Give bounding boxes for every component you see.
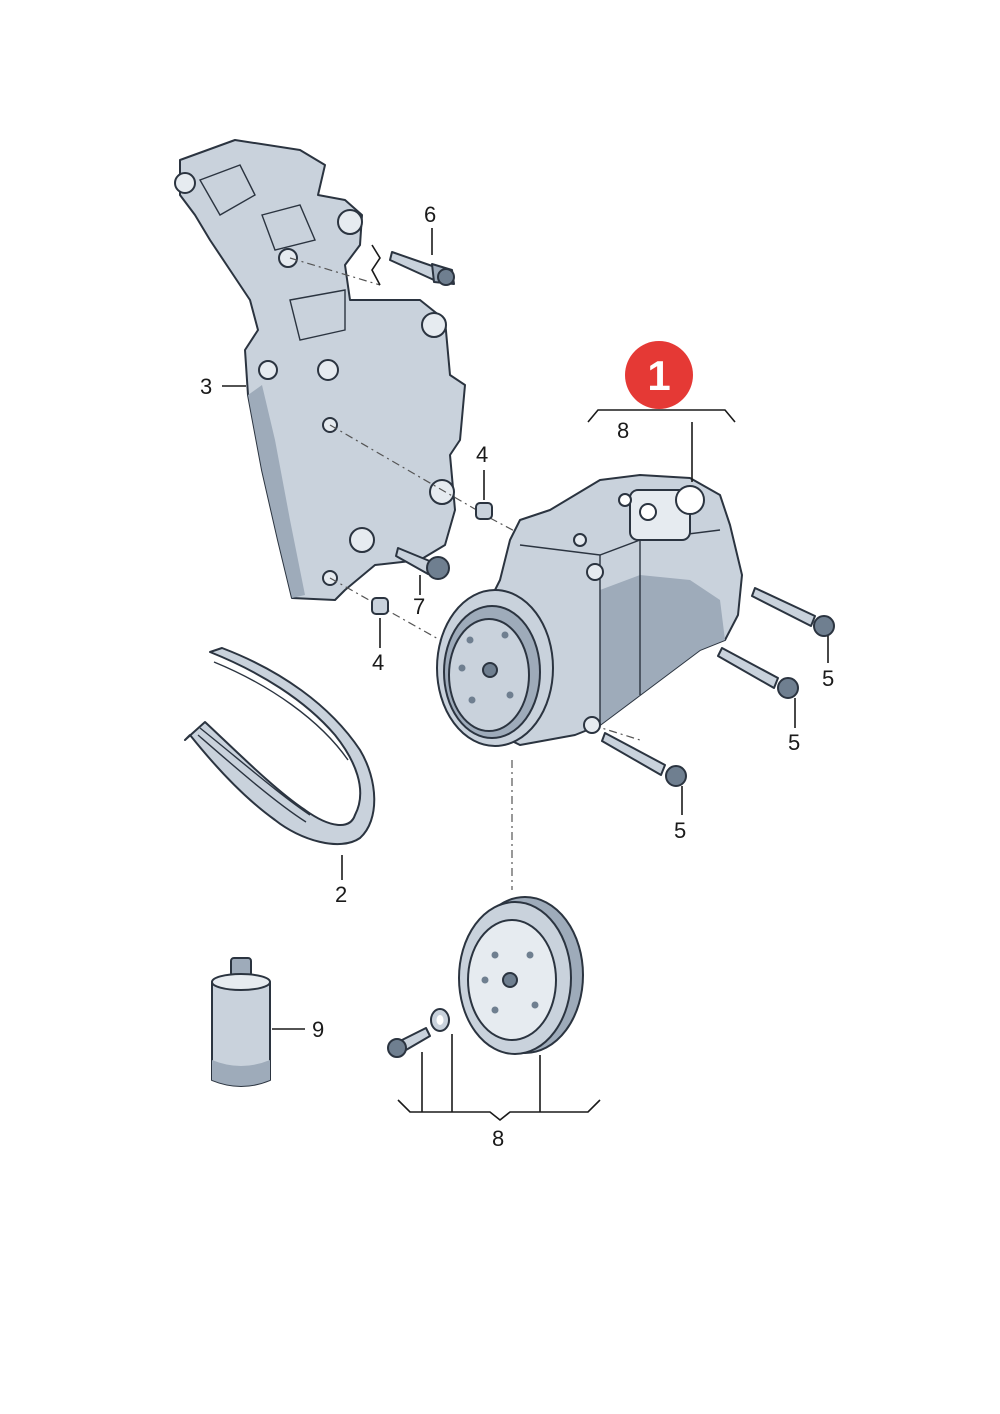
callout-7: 7	[413, 594, 425, 619]
callout-4-lower: 4	[372, 650, 384, 675]
bolt-5-lower	[601, 732, 687, 787]
mounting-bracket	[174, 139, 466, 601]
ac-compressor	[436, 474, 743, 747]
badge-circle	[625, 341, 693, 409]
callout-6: 6	[424, 202, 436, 227]
sleeve-4-upper	[475, 502, 493, 520]
bolt-6	[389, 251, 455, 286]
sleeve-4-lower	[371, 597, 389, 615]
callout-2: 2	[335, 882, 347, 907]
washer	[430, 1008, 450, 1032]
bolt-7	[395, 547, 450, 580]
callout-5-upper: 5	[822, 666, 834, 691]
bolt-5-middle	[717, 647, 799, 699]
callout-4-upper: 4	[476, 442, 488, 467]
callout-8-lower: 8	[492, 1126, 504, 1151]
callout-5-middle: 5	[788, 730, 800, 755]
callout-8-upper: 8	[617, 418, 629, 443]
bolt-5-upper	[751, 587, 835, 637]
callout-9: 9	[312, 1017, 324, 1042]
highlight-badge-1[interactable]: 1	[625, 341, 693, 409]
pulley-bolt	[387, 1027, 431, 1058]
oil-bottle	[211, 957, 271, 1087]
pulley	[458, 896, 584, 1055]
callout-5-lower: 5	[674, 818, 686, 843]
badge-label: 1	[647, 352, 670, 399]
ribbed-belt	[184, 647, 376, 846]
callout-3: 3	[200, 374, 212, 399]
